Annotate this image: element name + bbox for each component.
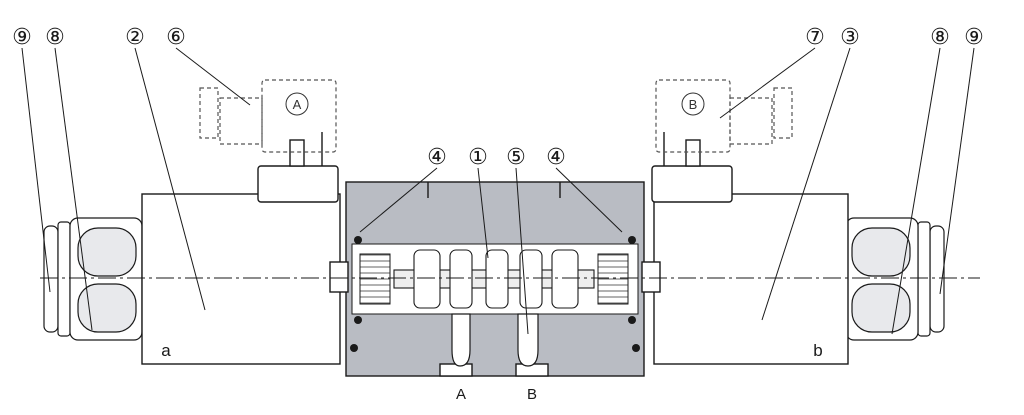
port-label-a: A — [456, 386, 466, 403]
callout-3: ③ — [840, 25, 860, 50]
left-spring — [359, 253, 391, 305]
right-solenoid-cap — [651, 132, 733, 203]
left-plug-connector — [199, 79, 337, 153]
spool — [393, 249, 595, 309]
callout-6: ⑥ — [166, 25, 186, 50]
left-solenoid-cap — [257, 132, 339, 203]
side-label-b: b — [813, 341, 822, 360]
callout-8-left: ⑧ — [45, 25, 65, 50]
side-label-a: a — [161, 341, 171, 360]
callout-2: ② — [125, 25, 145, 50]
port-channels — [451, 313, 539, 367]
callout-1: ① — [468, 145, 488, 170]
right-connector-label: B — [689, 97, 698, 112]
callout-9-right: ⑨ — [964, 25, 984, 50]
right-connector-badge — [681, 92, 705, 116]
seals — [350, 236, 640, 352]
right-spring — [597, 253, 629, 305]
callout-5: ⑤ — [506, 145, 526, 170]
right-nut — [845, 217, 945, 341]
right-solenoid-body — [653, 193, 849, 365]
callout-4-right: ④ — [546, 145, 566, 170]
left-solenoid-body — [141, 193, 341, 365]
callout-9-left: ⑨ — [12, 25, 32, 50]
callout-7: ⑦ — [805, 25, 825, 50]
callout-4-left: ④ — [427, 145, 447, 170]
callout-8-right: ⑧ — [930, 25, 950, 50]
left-nut — [43, 217, 143, 341]
left-connector-badge — [285, 92, 309, 116]
port-label-b: B — [527, 386, 537, 403]
leader-lines — [21, 47, 975, 335]
right-plug-connector — [655, 79, 793, 153]
left-connector-label: A — [293, 97, 302, 112]
